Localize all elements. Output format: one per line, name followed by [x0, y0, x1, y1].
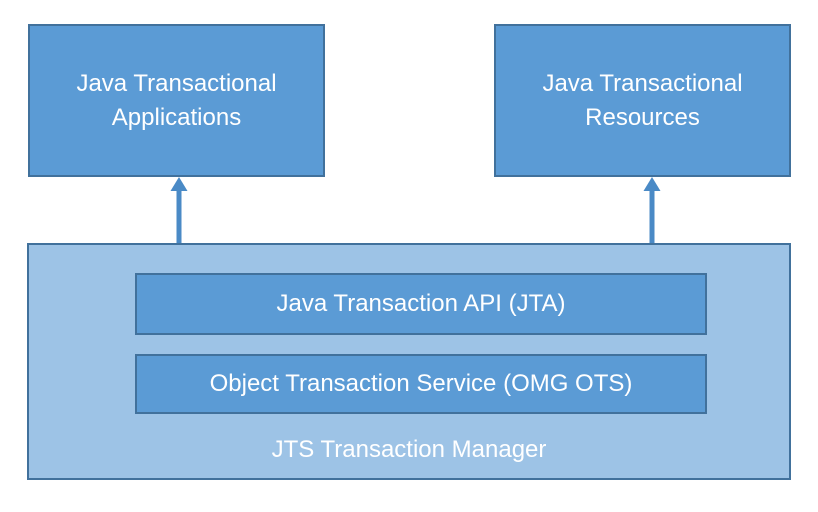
ots-box: Object Transaction Service (OMG OTS) — [135, 354, 707, 414]
jta-box: Java Transaction API (JTA) — [135, 273, 707, 335]
applications-box: Java Transactional Applications — [28, 24, 325, 177]
ots-box-label: Object Transaction Service (OMG OTS) — [209, 370, 633, 398]
jts-transaction-manager-container: Java Transaction API (JTA) Object Transa… — [27, 243, 791, 480]
resources-box: Java Transactional Resources — [494, 24, 791, 177]
jts-container-label: JTS Transaction Manager — [271, 436, 547, 463]
jta-box-label: Java Transaction API (JTA) — [276, 290, 566, 318]
applications-box-label: Java Transactional Applications — [76, 69, 277, 131]
resources-box-label: Java Transactional Resources — [542, 69, 743, 131]
